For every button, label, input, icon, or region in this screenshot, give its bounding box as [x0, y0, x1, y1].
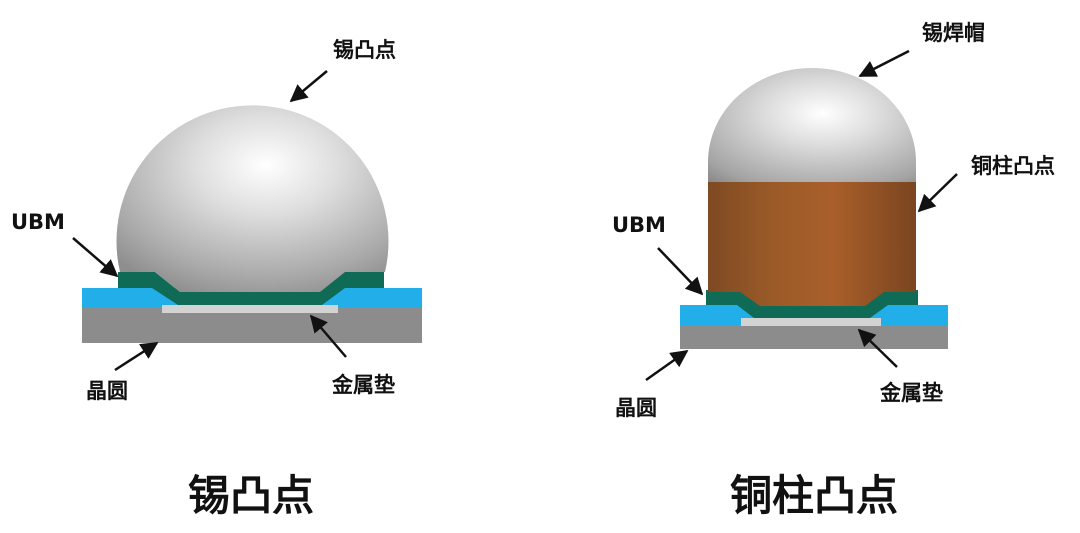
wafer-layer	[680, 324, 948, 349]
arrow-cap	[858, 49, 910, 78]
label-ubm: UBM	[11, 210, 65, 234]
arrow-pillar	[917, 173, 958, 213]
metal-pad	[741, 318, 881, 326]
copper-pillar-figure: 锡焊帽 铜柱凸点 UBM 晶圆 金属垫 铜柱凸点	[612, 21, 1055, 520]
label-wafer: 晶圆	[615, 396, 657, 420]
arrow-ubm	[657, 247, 704, 296]
arrow-pad	[309, 314, 347, 358]
copper-pillar	[708, 180, 916, 306]
caption-copper-pillar: 铜柱凸点	[730, 471, 898, 520]
solder-bump-figure: 锡凸点 UBM 晶圆 金属垫 锡凸点	[11, 38, 422, 520]
arrow-bump	[289, 70, 328, 103]
label-pad: 金属垫	[879, 381, 943, 405]
label-cap: 锡焊帽	[922, 21, 985, 45]
label-ubm: UBM	[612, 213, 666, 237]
ubm-layer	[706, 290, 918, 318]
label-pad: 金属垫	[331, 373, 395, 397]
label-wafer: 晶圆	[86, 379, 128, 403]
arrow-wafer	[645, 349, 689, 382]
arrow-pad	[857, 328, 898, 368]
solder-cap	[708, 68, 916, 182]
caption-solder-bump: 锡凸点	[188, 471, 314, 520]
ubm-layer	[118, 272, 384, 305]
metal-pad	[162, 305, 338, 313]
solder-ball	[116, 105, 389, 292]
label-pillar: 铜柱凸点	[971, 154, 1055, 178]
arrow-ubm	[72, 237, 119, 278]
label-bump: 锡凸点	[333, 38, 396, 62]
arrow-wafer	[114, 341, 159, 372]
